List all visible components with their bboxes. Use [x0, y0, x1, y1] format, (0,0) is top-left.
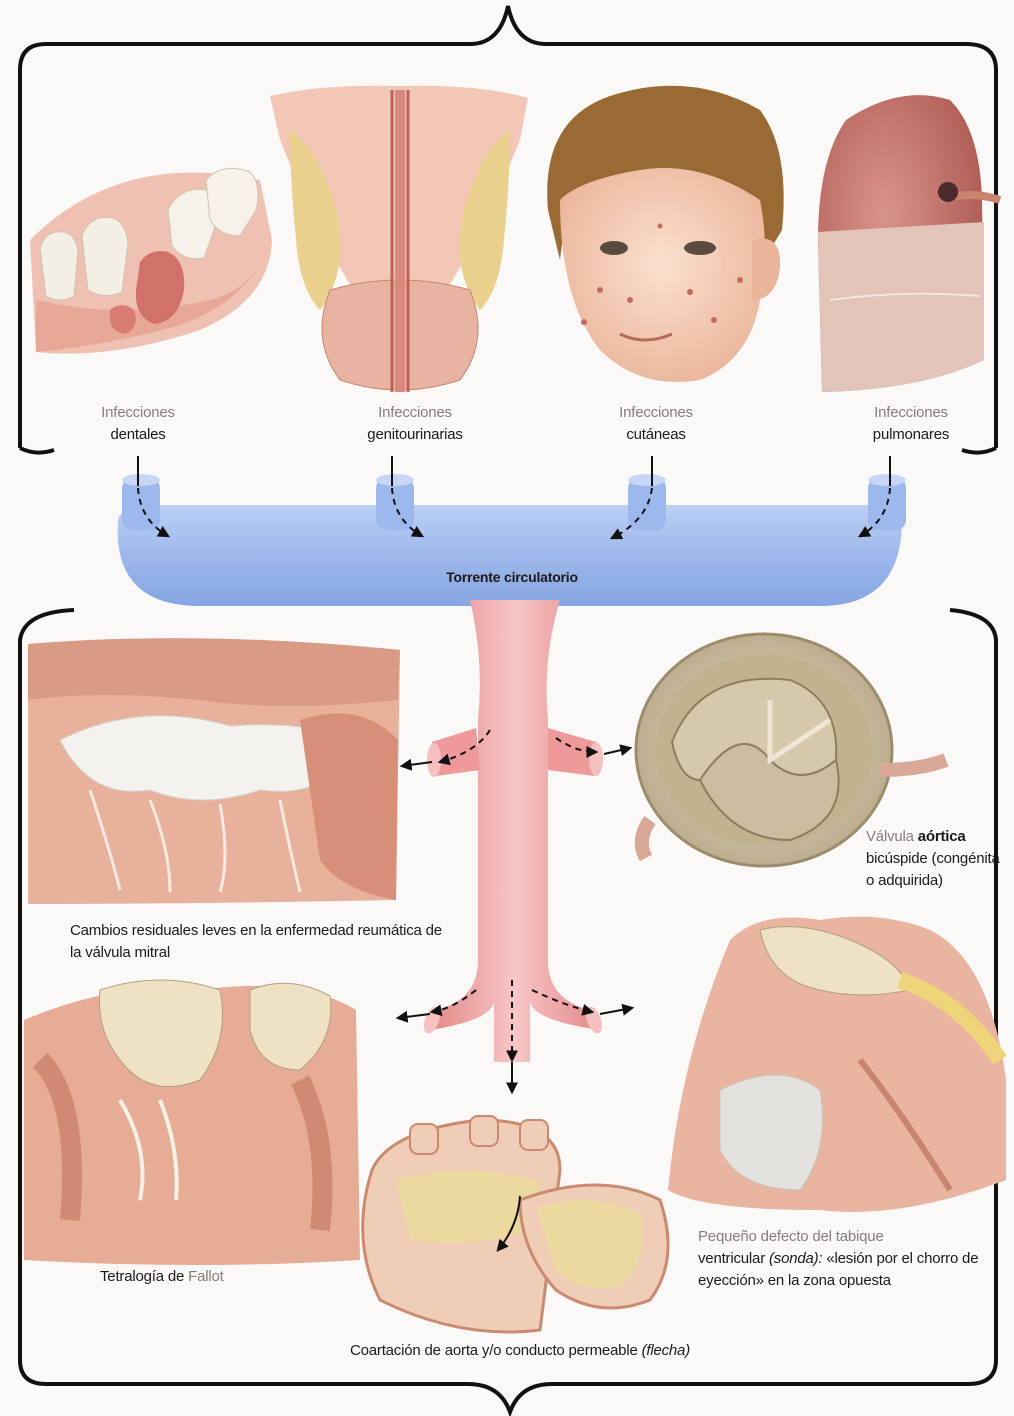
- bloodstream-label: Torrente circulatorio: [400, 566, 624, 588]
- fallot-caption-prefix: Tetralogía de: [100, 1268, 184, 1285]
- lung-section-illustration: [818, 95, 1000, 392]
- mitral-valve-illustration: [28, 638, 400, 904]
- label-dental-line1: Infecciones: [74, 402, 202, 424]
- prostate-urethra-illustration: [270, 86, 528, 392]
- fallot-caption: Tetralogía de Fallot: [100, 1266, 300, 1288]
- coarctation-aorta-illustration: [363, 1116, 668, 1332]
- label-pulmonary: Infecciones pulmonares: [844, 402, 978, 446]
- septal-caption-line1: Pequeño defecto del tabique: [698, 1226, 988, 1248]
- label-genitourinary-line1: Infecciones: [332, 402, 498, 424]
- label-dental-line2: dentales: [74, 424, 202, 446]
- aortic-caption-word2: aórtica: [918, 828, 966, 845]
- label-pulmonary-line2: pulmonares: [844, 424, 978, 446]
- child-face-skin-illustration: [547, 86, 784, 382]
- septal-defect-illustration: [668, 917, 1006, 1212]
- label-pulmonary-line1: Infecciones: [844, 402, 978, 424]
- septal-caption: Pequeño defecto del tabique ventricular …: [698, 1226, 988, 1292]
- fallot-caption-name: Fallot: [188, 1268, 223, 1285]
- coarctation-caption-main: Coartación de aorta y/o conducto permeab…: [350, 1342, 638, 1359]
- label-genitourinary: Infecciones genitourinarias: [332, 402, 498, 446]
- tetralogy-fallot-illustration: [24, 980, 360, 1265]
- label-cutaneous-line1: Infecciones: [594, 402, 718, 424]
- label-genitourinary-line2: genitourinarias: [332, 424, 498, 446]
- coarctation-caption-note: (flecha): [642, 1342, 690, 1359]
- aortic-caption: Válvula aórtica bicúspide (congénita o a…: [866, 826, 1002, 892]
- coarctation-caption: Coartación de aorta y/o conducto permeab…: [250, 1340, 790, 1362]
- source-tick-lines: [138, 456, 890, 486]
- label-cutaneous: Infecciones cutáneas: [594, 402, 718, 446]
- septal-caption-b: (sonda):: [769, 1250, 822, 1267]
- aortic-caption-rest: bicúspide (congénita o adquirida): [866, 850, 1000, 889]
- mitral-caption: Cambios residuales leves en la enfermeda…: [70, 920, 450, 964]
- label-cutaneous-line2: cutáneas: [594, 424, 718, 446]
- septal-caption-a: ventricular: [698, 1250, 765, 1267]
- aortic-caption-word1: Válvula: [866, 828, 914, 845]
- label-dental: Infecciones dentales: [74, 402, 202, 446]
- teeth-gum-illustration: [30, 168, 272, 353]
